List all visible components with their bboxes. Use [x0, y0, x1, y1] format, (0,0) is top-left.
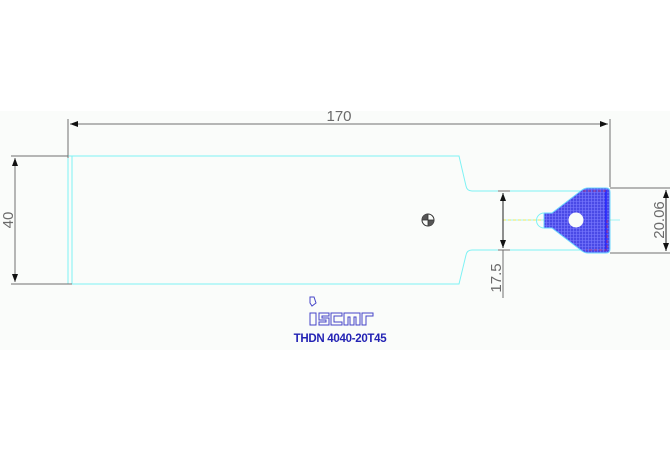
dimension-label-40: 40: [0, 212, 17, 229]
center-mark-icon: [421, 213, 435, 227]
insert-screw-hole: [568, 212, 584, 228]
iscar-logo-icon: [309, 296, 374, 326]
dimension-overall-length: [67, 119, 611, 187]
dimension-shank-height: [11, 155, 72, 285]
dimension-neck-height: [498, 190, 510, 298]
dimension-label-17-5: 17.5: [488, 263, 505, 292]
dimension-label-20-06: 20.06: [651, 201, 668, 239]
dimension-insert-height: [610, 187, 670, 254]
tool-designation: THDN 4040-20T45: [293, 333, 387, 345]
insert: [536, 187, 611, 254]
tool-body-outline: [67, 155, 620, 285]
dimension-label-170: 170: [326, 108, 351, 125]
